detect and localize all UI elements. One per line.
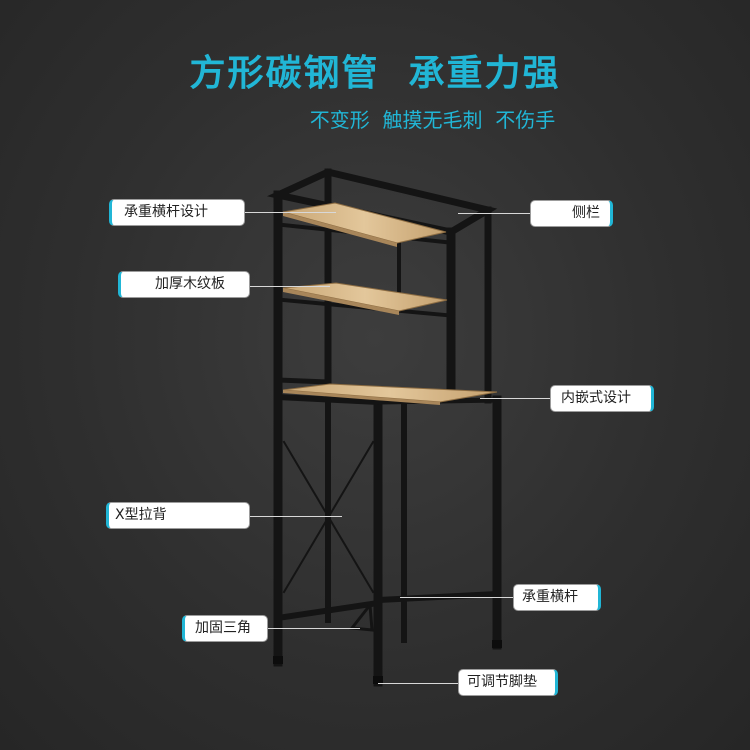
callout-x-back-brace: X型拉背 (106, 502, 250, 529)
corner-triangle (349, 601, 374, 632)
leader-x-brace (250, 516, 342, 517)
headline-subtitle: 不变形 触摸无毛刺 不伤手 (309, 108, 556, 132)
leader-corner (268, 628, 360, 629)
leader-load-crossbar (400, 597, 513, 598)
x-brace-b (282, 440, 375, 594)
leader-thick-wood (250, 286, 330, 287)
callout-thick-wood-board: 加厚木纹板 (118, 271, 250, 298)
callout-crossbar-design: 承重横杆设计 (109, 199, 245, 226)
headline-title: 方形碳钢管 承重力强 (189, 53, 561, 94)
leader-embedded (480, 398, 550, 399)
callout-side-rail: 侧栏 (530, 200, 613, 227)
bottom-crossbar-left (274, 599, 382, 622)
callout-reinforced-corner: 加固三角 (182, 615, 268, 642)
leader-feet (378, 683, 458, 684)
callout-load-crossbar: 承重横杆 (513, 584, 601, 611)
callout-adjustable-feet: 可调节脚垫 (458, 669, 558, 696)
leader-side-rail (458, 213, 530, 214)
leader-crossbar-design (244, 212, 336, 213)
callout-embedded-design: 内嵌式设计 (550, 385, 654, 412)
